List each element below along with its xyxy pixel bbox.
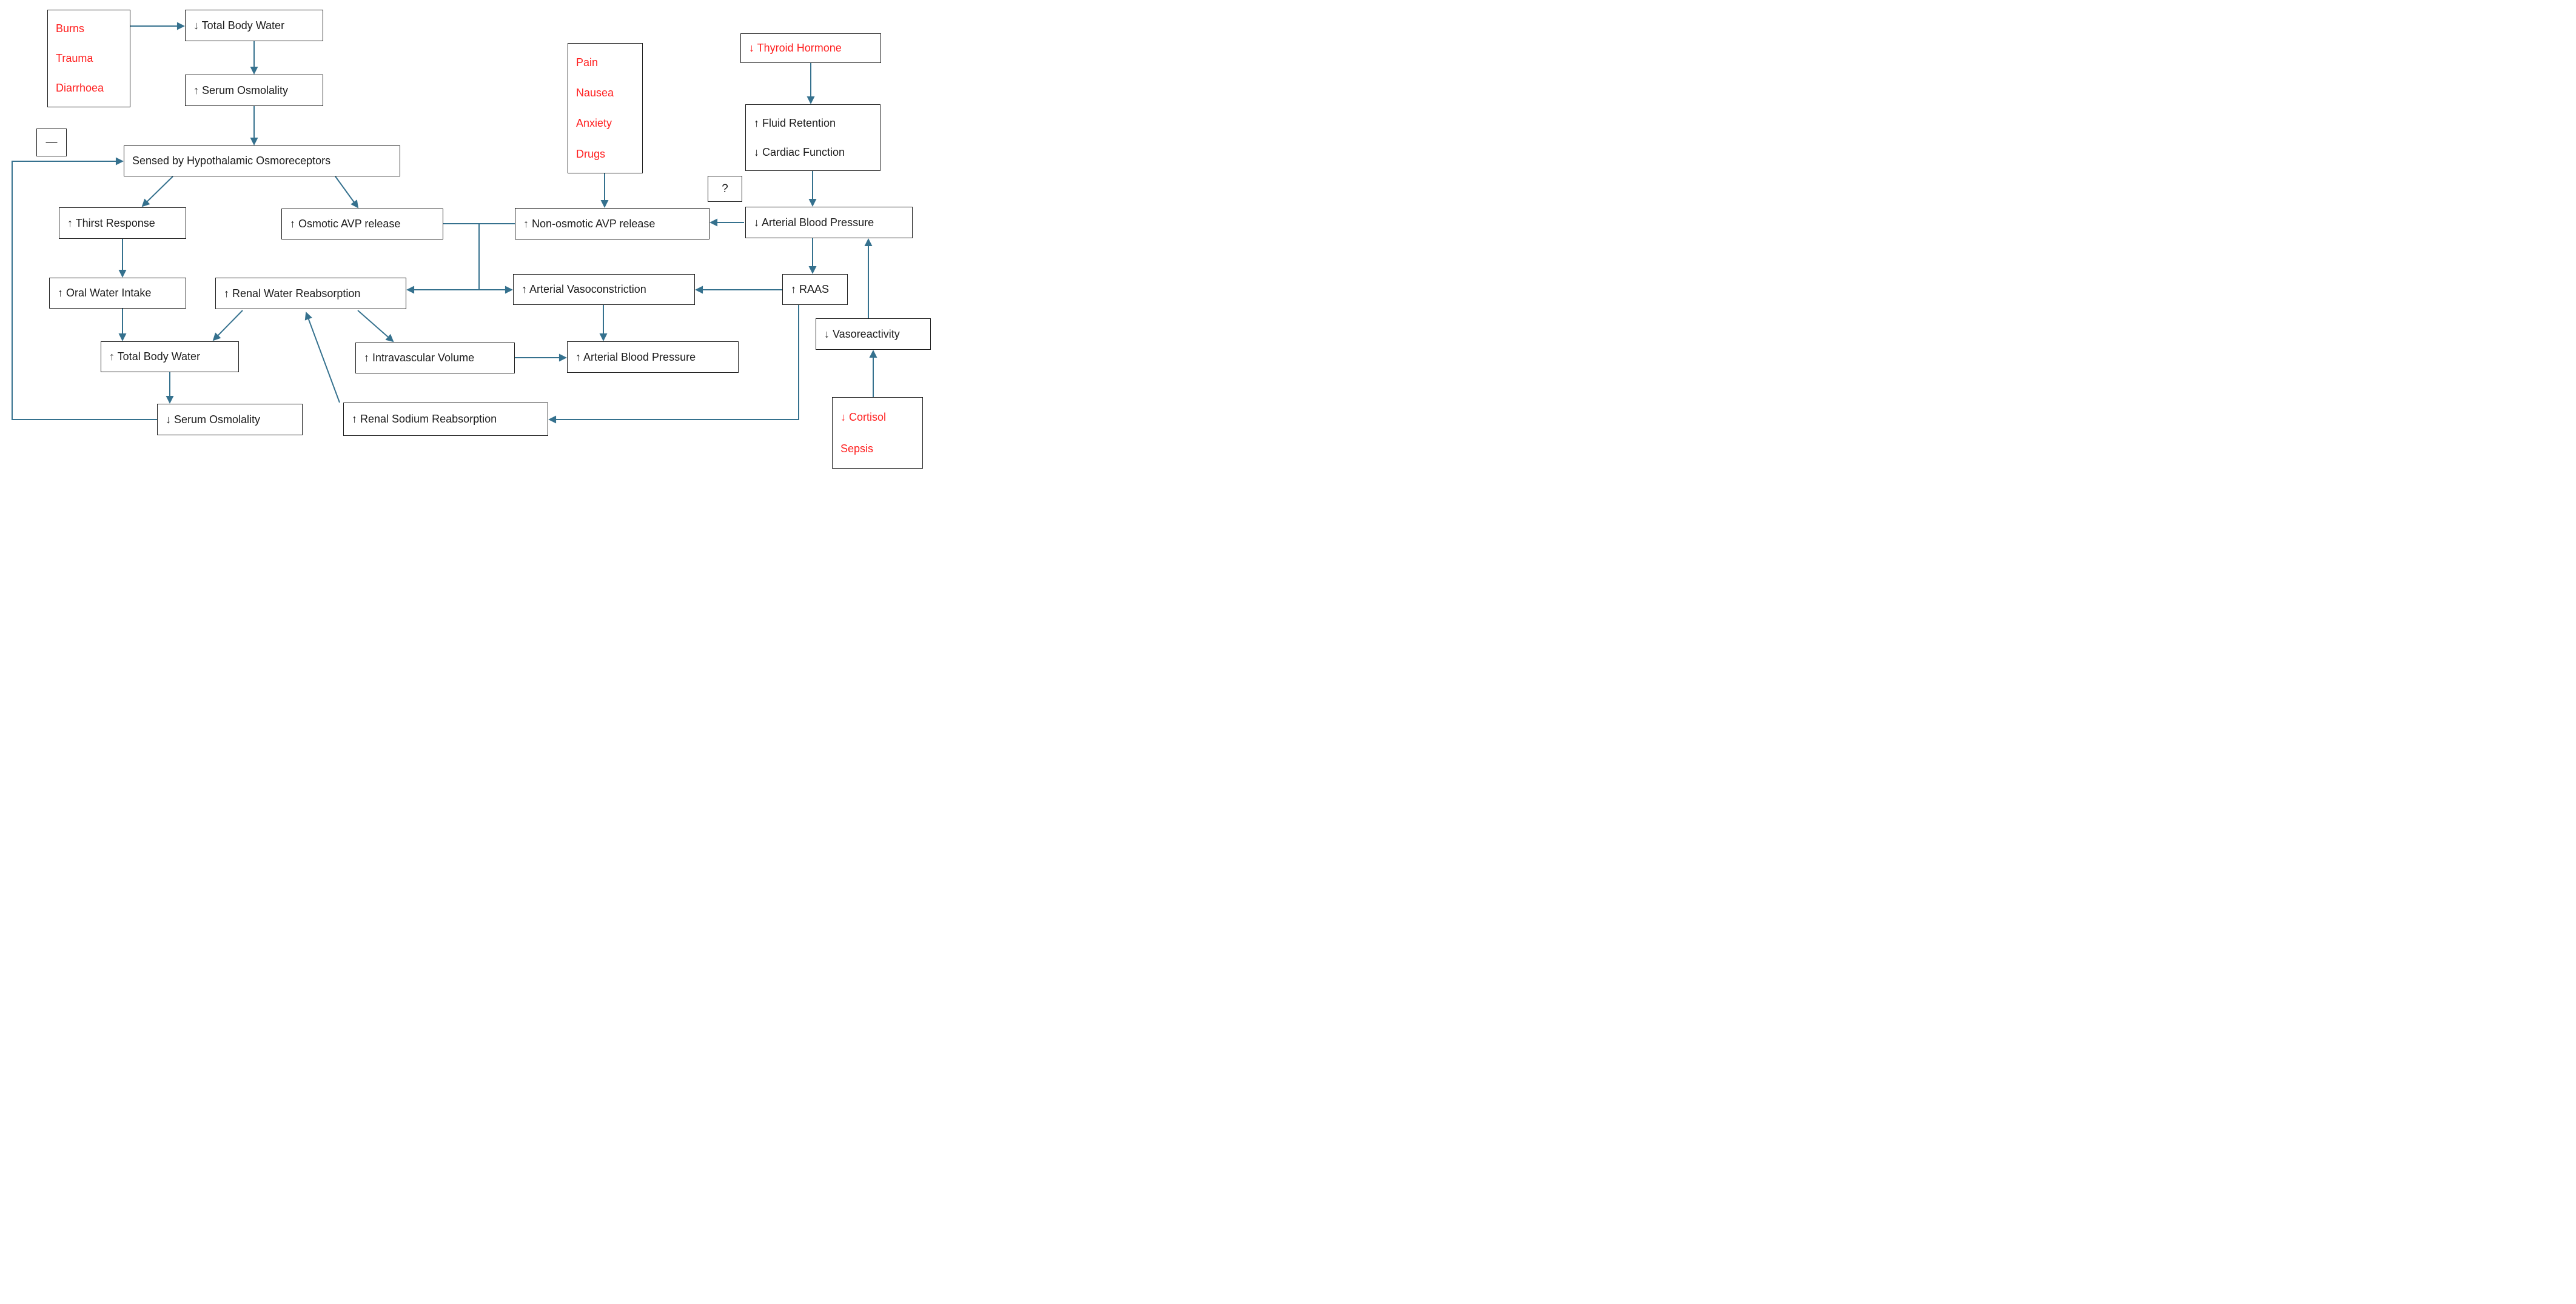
increased-oral-water-intake-label: ↑ Oral Water Intake: [58, 287, 152, 299]
decreased-total-body-water-label: ↓ Total Body Water: [193, 19, 285, 32]
causes-cortisol-sepsis-label: ↓ Cortisol: [840, 410, 887, 423]
decreased-total-body-water: ↓ Total Body Water: [185, 10, 323, 41]
causes-cortisol-sepsis-label: Sepsis: [840, 442, 874, 455]
increased-arterial-blood-pressure-label: ↑ Arterial Blood Pressure: [575, 350, 696, 363]
increased-osmotic-avp-release-label: ↑ Osmotic AVP release: [290, 218, 401, 230]
increased-osmotic-avp-release: ↑ Osmotic AVP release: [281, 209, 443, 239]
question-mark: ?: [708, 176, 742, 202]
causes-burns-trauma-diarrhoea-label: Diarrhoea: [56, 82, 104, 95]
fluid-retention-cardiac-function: ↑ Fluid Retention ↓ Cardiac Function: [745, 104, 880, 171]
connector-arrow-osmoreceptors-to-thirst: [141, 176, 173, 207]
increased-serum-osmolality-label: ↑ Serum Osmolality: [193, 84, 289, 96]
connector-arrow-renal-water-to-increased-tbw: [212, 310, 243, 341]
increased-total-body-water: ↑ Total Body Water: [101, 341, 239, 372]
connector-arrow-renal-water-to-intravascular: [357, 310, 394, 343]
increased-intravascular-volume: ↑ Intravascular Volume: [355, 343, 515, 373]
causes-pain-nausea-anxiety-drugs-label: Anxiety: [576, 117, 612, 130]
decreased-serum-osmolality: ↓ Serum Osmolality: [157, 404, 303, 435]
increased-raas: ↑ RAAS: [782, 274, 848, 305]
connector-arrow-renal-sodium-to-renal-water: [304, 312, 340, 403]
increased-arterial-vasoconstriction: ↑ Arterial Vasoconstriction: [513, 274, 695, 305]
increased-raas-label: ↑ RAAS: [791, 283, 830, 296]
decreased-thyroid-hormone-label: ↓ Thyroid Hormone: [749, 42, 842, 55]
sensed-by-hypothalamic-osmoreceptors: Sensed by Hypothalamic Osmoreceptors: [124, 145, 400, 176]
increased-non-osmotic-avp-release: ↑ Non-osmotic AVP release: [515, 208, 709, 239]
increased-thirst-response: ↑ Thirst Response: [59, 207, 186, 239]
decreased-serum-osmolality-label: ↓ Serum Osmolality: [166, 413, 261, 426]
question-mark-label: ?: [722, 182, 728, 195]
connector-arrow-raas-to-renal-sodium: [548, 305, 799, 424]
fluid-retention-cardiac-function-label: ↓ Cardiac Function: [754, 145, 845, 158]
connector-layer: [12, 22, 877, 424]
increased-renal-sodium-reabsorption: ↑ Renal Sodium Reabsorption: [343, 403, 548, 436]
increased-intravascular-volume-label: ↑ Intravascular Volume: [364, 352, 475, 364]
causes-pain-nausea-anxiety-drugs-label: Drugs: [576, 147, 606, 160]
decreased-vasoreactivity-label: ↓ Vasoreactivity: [824, 327, 900, 340]
increased-thirst-response-label: ↑ Thirst Response: [67, 216, 155, 229]
negative-feedback-sign: —: [36, 129, 67, 156]
causes-pain-nausea-anxiety-drugs-label: Pain: [576, 56, 599, 69]
causes-burns-trauma-diarrhoea-label: Trauma: [56, 52, 93, 65]
decreased-thyroid-hormone: ↓ Thyroid Hormone: [740, 33, 881, 63]
causes-pain-nausea-anxiety-drugs-label: Nausea: [576, 87, 614, 99]
fluid-retention-cardiac-function-label: ↑ Fluid Retention: [754, 116, 836, 129]
increased-serum-osmolality: ↑ Serum Osmolality: [185, 75, 323, 106]
increased-renal-water-reabsorption: ↑ Renal Water Reabsorption: [215, 278, 406, 309]
increased-arterial-vasoconstriction-label: ↑ Arterial Vasoconstriction: [522, 283, 646, 296]
decreased-arterial-blood-pressure-label: ↓ Arterial Blood Pressure: [754, 216, 874, 229]
connector-arrow-negative-feedback-loop: [12, 157, 157, 420]
sensed-by-hypothalamic-osmoreceptors-label: Sensed by Hypothalamic Osmoreceptors: [132, 155, 331, 167]
increased-non-osmotic-avp-release-label: ↑ Non-osmotic AVP release: [523, 217, 656, 230]
increased-oral-water-intake: ↑ Oral Water Intake: [49, 278, 186, 309]
increased-total-body-water-label: ↑ Total Body Water: [109, 350, 201, 363]
decreased-arterial-blood-pressure: ↓ Arterial Blood Pressure: [745, 207, 913, 238]
causes-burns-trauma-diarrhoea-label: Burns: [56, 22, 85, 35]
increased-arterial-blood-pressure: ↑ Arterial Blood Pressure: [567, 341, 739, 373]
decreased-vasoreactivity: ↓ Vasoreactivity: [816, 318, 931, 350]
connector-arrow-osmoreceptors-to-osmotic-avp: [335, 176, 359, 209]
increased-renal-sodium-reabsorption-label: ↑ Renal Sodium Reabsorption: [352, 413, 497, 426]
increased-renal-water-reabsorption-label: ↑ Renal Water Reabsorption: [224, 287, 361, 299]
negative-feedback-sign-label: —: [45, 136, 58, 149]
